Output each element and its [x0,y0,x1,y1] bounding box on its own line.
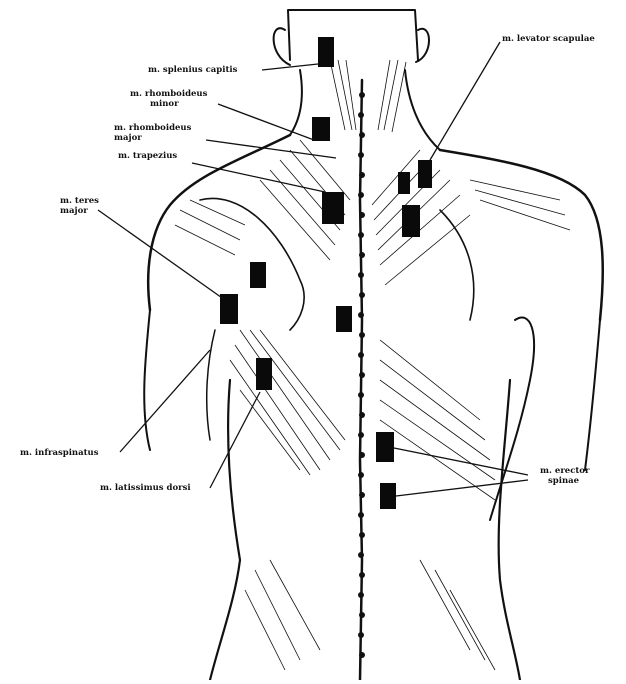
leader-teres [98,210,225,300]
marker-rhomboid-major [336,306,352,332]
marker-erector-upper [376,432,394,462]
leader-lines [98,42,528,496]
label-teres-major: m. teres major [60,196,99,216]
marker-latissimus [256,358,272,390]
left-ear [274,28,290,65]
left-arm [144,310,150,450]
label-rhomboideus-minor: m. rhomboideus minor [130,89,207,109]
leader-latissimus [210,392,260,488]
torso-right [499,380,520,680]
right-arm [585,320,600,470]
marker-teres [250,262,266,288]
leader-erector-2 [396,480,528,496]
marker-trapezius-right [402,205,420,237]
marker-erector-lower [380,483,396,509]
torso-left [210,380,240,680]
marker-splenius [318,37,334,67]
left-arm-inner [207,330,215,440]
marker-levator-right [418,160,432,188]
muscle-hatching [175,60,570,670]
leader-rhomboid-major [206,140,336,158]
label-rhomboideus-minor-line2: minor [130,99,207,109]
label-rhomboideus-major-line1: m. rhomboideus [114,123,191,133]
neck-left [290,70,302,135]
right-arm-inner [490,318,534,521]
leader-levator [430,42,500,160]
left-shoulder [148,135,290,310]
spine [360,80,362,680]
marker-rhomboid-minor [312,117,330,141]
label-teres-major-line2: major [60,206,99,216]
label-splenius-capitis: m. splenius capitis [148,65,237,75]
label-rhomboideus-major-line2: major [114,133,191,143]
head-outline [288,10,418,60]
label-teres-major-line1: m. teres [60,196,99,206]
label-rhomboideus-minor-line1: m. rhomboideus [130,89,207,99]
label-trapezius: m. trapezius [118,151,177,161]
right-scapula [440,210,474,320]
marker-levator-left [398,172,410,194]
right-shoulder [440,150,603,320]
vertebrae [358,92,365,658]
label-rhomboideus-major: m. rhomboideus major [114,123,191,143]
label-erector-spinae: m. erector spinae [540,466,589,486]
label-infraspinatus: m. infraspinatus [20,448,99,458]
marker-trapezius-mid [322,192,344,224]
neck-right [405,70,440,150]
label-erector-spinae-line1: m. erector [540,466,589,476]
label-latissimus-dorsi: m. latissimus dorsi [100,483,191,493]
label-levator-scapulae: m. levator scapulae [502,34,595,44]
label-erector-spinae-line2: spinae [540,476,589,486]
leader-infraspinatus [120,350,210,452]
